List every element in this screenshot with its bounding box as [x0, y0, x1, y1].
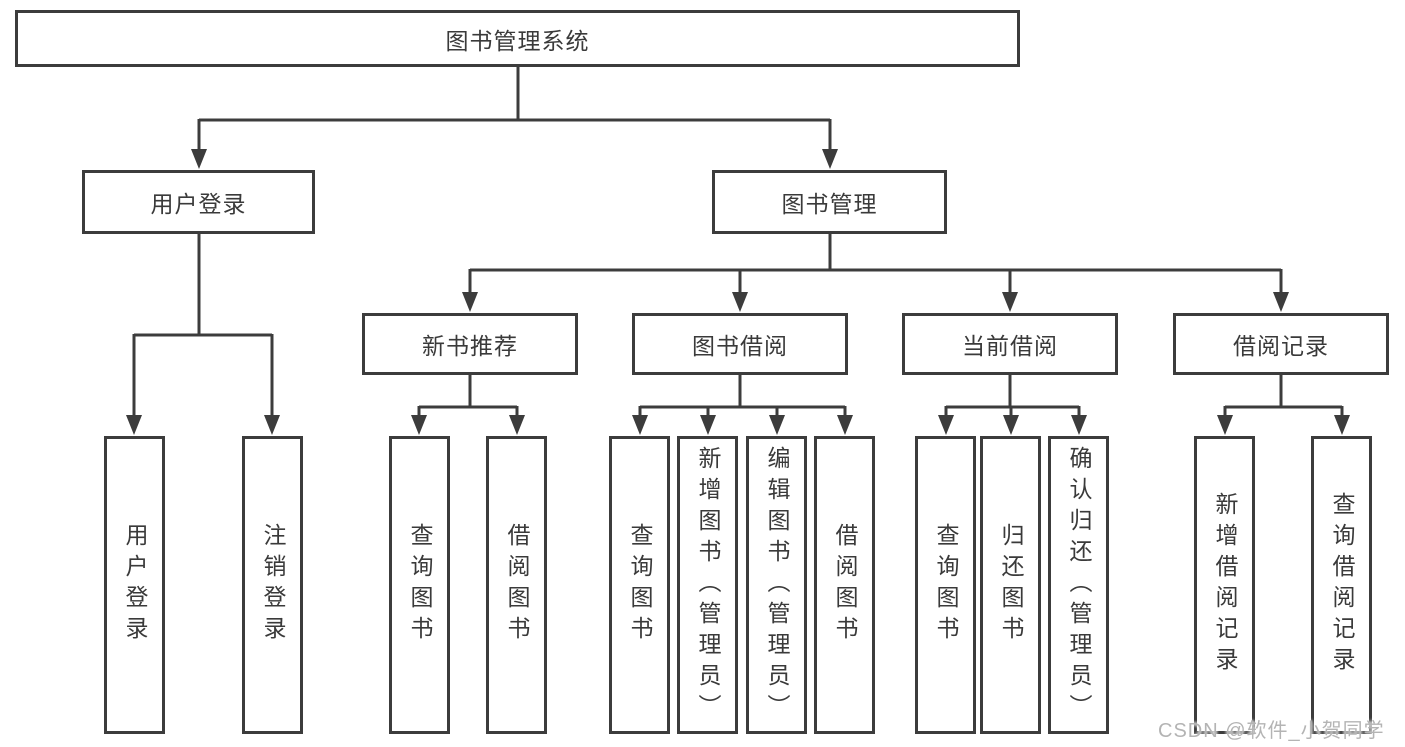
node-book-management-label: 图书管理 — [781, 191, 878, 217]
leaf-confirm-return-admin: 确认归还（管理员） — [1048, 436, 1109, 734]
leaf-query-borrow-record: 查询借阅记录 — [1311, 436, 1372, 734]
leaf-query-books-current-label: 查询图书 — [933, 523, 959, 647]
leaf-logout: 注销登录 — [242, 436, 303, 734]
node-new-book-recommend-label: 新书推荐 — [422, 333, 518, 359]
node-borrowing-records-label: 借阅记录 — [1233, 333, 1329, 359]
node-book-management: 图书管理 — [712, 170, 947, 234]
node-new-book-recommend: 新书推荐 — [362, 313, 578, 375]
leaf-query-books-borrowing-label: 查询图书 — [627, 523, 653, 647]
leaf-borrow-books-recommend-label: 借阅图书 — [504, 523, 530, 647]
csdn-watermark: CSDN @软件_小贺同学 — [1158, 720, 1385, 742]
leaf-user-login: 用户登录 — [104, 436, 165, 734]
leaf-query-books-borrowing: 查询图书 — [609, 436, 670, 734]
node-current-borrowing: 当前借阅 — [902, 313, 1118, 375]
leaf-add-borrow-record: 新增借阅记录 — [1194, 436, 1255, 734]
leaf-query-books-current: 查询图书 — [915, 436, 976, 734]
leaf-return-books: 归还图书 — [980, 436, 1041, 734]
leaf-user-login-label: 用户登录 — [122, 523, 148, 647]
leaf-query-borrow-record-label: 查询借阅记录 — [1329, 492, 1355, 678]
connector-root-to-branches — [191, 66, 838, 169]
node-current-borrowing-label: 当前借阅 — [962, 333, 1058, 359]
leaf-borrow-books-recommend: 借阅图书 — [486, 436, 547, 734]
leaf-borrow-books-label: 借阅图书 — [832, 523, 858, 647]
leaf-add-book-admin-label: 新增图书（管理员） — [695, 445, 721, 725]
leaf-borrow-books: 借阅图书 — [814, 436, 875, 734]
node-library-management-system: 图书管理系统 — [15, 10, 1020, 67]
connector-book-management-to-modules — [462, 233, 1289, 312]
leaf-logout-label: 注销登录 — [260, 523, 286, 647]
node-user-login: 用户登录 — [82, 170, 315, 234]
leaf-add-book-admin: 新增图书（管理员） — [677, 436, 738, 734]
connector-new-book-recommend-to-leaves — [411, 374, 525, 435]
node-borrowing-records: 借阅记录 — [1173, 313, 1389, 375]
connector-book-borrowing-to-leaves — [632, 374, 853, 435]
leaf-confirm-return-admin-label: 确认归还（管理员） — [1066, 445, 1092, 725]
connector-current-borrowing-to-leaves — [938, 374, 1087, 435]
node-book-borrowing-label: 图书借阅 — [692, 333, 788, 359]
leaf-edit-book-admin: 编辑图书（管理员） — [746, 436, 807, 734]
leaf-edit-book-admin-label: 编辑图书（管理员） — [764, 445, 790, 725]
node-book-borrowing: 图书借阅 — [632, 313, 848, 375]
leaf-query-books-recommend-label: 查询图书 — [407, 523, 433, 647]
node-library-management-system-label: 图书管理系统 — [445, 27, 590, 54]
leaf-add-borrow-record-label: 新增借阅记录 — [1212, 492, 1238, 678]
leaf-query-books-recommend: 查询图书 — [389, 436, 450, 734]
leaf-return-books-label: 归还图书 — [998, 523, 1024, 647]
node-user-login-label: 用户登录 — [150, 191, 247, 217]
connector-borrowing-records-to-leaves — [1217, 374, 1350, 435]
connector-user-login-to-leaves — [126, 233, 280, 435]
